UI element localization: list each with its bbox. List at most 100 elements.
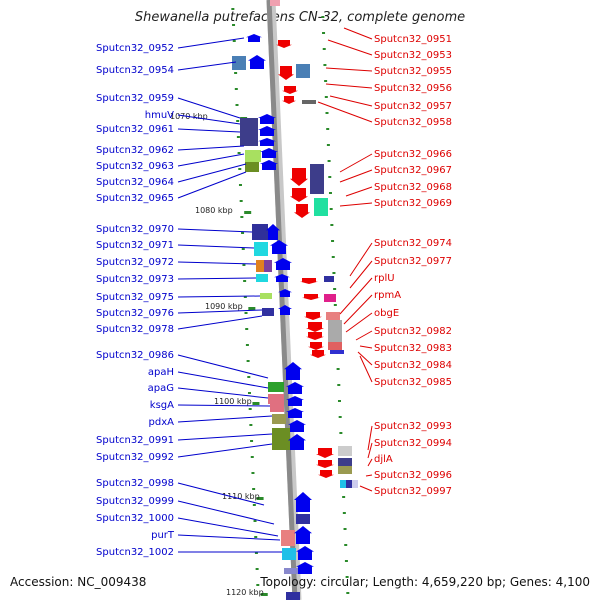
- gene-label-right: Sputcn32_0984: [374, 360, 452, 371]
- forward-gene-arrow: [278, 289, 292, 297]
- tick-mark: [338, 416, 342, 418]
- reverse-gene-arrow: [306, 332, 324, 340]
- forward-gene-arrow: [274, 258, 292, 270]
- gene-feature-box: [268, 382, 284, 392]
- leader-line-right: [329, 95, 373, 107]
- kbp-label: 1100 kbp: [214, 397, 252, 406]
- gene-feature-box: [240, 118, 258, 146]
- gene-feature-box: [324, 276, 334, 282]
- leader-line-right: [339, 169, 373, 183]
- gene-label-left: Sputcn32_0992: [96, 452, 174, 463]
- leader-line-left: [177, 387, 269, 399]
- gene-label-left: Sputcn32_0954: [96, 65, 174, 76]
- gene-label-right: Sputcn32_0966: [374, 149, 452, 160]
- tick-mark: [241, 232, 245, 234]
- reverse-gene-arrow: [294, 204, 310, 218]
- gene-label-left: Sputcn32_0986: [96, 350, 174, 361]
- leader-line-left: [177, 153, 245, 167]
- leader-line-left: [177, 534, 281, 541]
- gene-feature-box: [270, 404, 284, 412]
- gene-label-left: Sputcn32_0964: [96, 177, 174, 188]
- kbp-label: 1110 kbp: [222, 492, 260, 501]
- tick-mark: [232, 24, 236, 26]
- reverse-gene-arrow: [302, 294, 320, 300]
- tick-mark: [232, 40, 236, 42]
- tick-mark: [239, 200, 243, 202]
- leader-line-right: [325, 67, 373, 72]
- tick-mark: [247, 376, 251, 378]
- tick-mark: [344, 544, 348, 546]
- reverse-gene-arrow: [318, 470, 334, 478]
- gene-label-right: Sputcn32_0958: [374, 117, 452, 128]
- gene-feature-box: [328, 320, 342, 342]
- gene-label-left: Sputcn32_1000: [96, 513, 174, 524]
- kbp-label: 1090 kbp: [205, 302, 243, 311]
- reverse-gene-arrow: [310, 350, 326, 358]
- forward-gene-arrow: [258, 138, 276, 146]
- tick-mark: [330, 224, 334, 226]
- forward-gene-arrow: [258, 114, 276, 124]
- gene-label-right: Sputcn32_0968: [374, 182, 452, 193]
- gene-feature-box: [245, 162, 259, 172]
- leader-line-right: [339, 153, 373, 173]
- tick-mark: [328, 192, 332, 194]
- gene-feature-box: [302, 100, 316, 104]
- tick-mark: [331, 256, 335, 258]
- gene-label-left: Sputcn32_0972: [96, 257, 174, 268]
- gene-feature-box: [284, 568, 298, 574]
- leader-line-right: [355, 330, 373, 341]
- right-gene-labels: Sputcn32_0951Sputcn32_0953Sputcn32_0955S…: [374, 34, 452, 497]
- gene-feature-box: [272, 428, 290, 450]
- gene-feature-box: [338, 446, 352, 456]
- leader-line-left: [177, 500, 275, 525]
- forward-gene-arrow: [296, 546, 314, 560]
- leader-line-right: [365, 474, 373, 477]
- leader-line-left: [177, 295, 261, 298]
- forward-gene-arrow: [260, 160, 278, 170]
- tick-mark: [333, 288, 337, 290]
- gene-feature-box: [286, 592, 300, 600]
- gene-feature-box: [245, 150, 261, 162]
- forward-gene-arrow: [286, 382, 304, 394]
- reverse-gene-arrow: [304, 312, 322, 320]
- tick-mark: [342, 512, 346, 514]
- forward-gene-arrow: [248, 55, 266, 69]
- reverse-gene-arrow: [282, 96, 296, 104]
- gene-feature-box: [260, 293, 272, 299]
- leader-line-left: [177, 415, 273, 423]
- leader-line-right: [349, 242, 373, 277]
- tick-mark: [252, 504, 256, 506]
- leader-line-right: [345, 312, 373, 333]
- tick-mark: [243, 280, 247, 282]
- leader-line-left: [177, 97, 241, 119]
- reverse-gene-arrow: [282, 86, 298, 94]
- gene-label-left: Sputcn32_1002: [96, 547, 174, 558]
- gene-label-left: Sputcn32_0962: [96, 145, 174, 156]
- tick-mark: [345, 576, 349, 578]
- left-gene-labels: Sputcn32_0952Sputcn32_0954Sputcn32_0959h…: [96, 43, 175, 558]
- gene-label-left: Sputcn32_0991: [96, 435, 174, 446]
- gene-label-left: Sputcn32_0999: [96, 496, 174, 507]
- leader-line-left: [177, 228, 253, 233]
- tick-mark: [238, 168, 242, 170]
- tick-mark: [254, 552, 258, 554]
- tick-mark: [252, 488, 256, 490]
- leader-line-left: [177, 309, 263, 314]
- tick-mark: [245, 344, 249, 346]
- tick-mark: [236, 120, 240, 122]
- gene-feature-box: [268, 394, 284, 404]
- forward-gene-arrow: [286, 396, 304, 406]
- tick-mark: [331, 240, 335, 242]
- tick-mark: [344, 560, 348, 562]
- tick-mark: [255, 568, 259, 570]
- tick-mark: [250, 456, 254, 458]
- gene-label-left: Sputcn32_0978: [96, 324, 174, 335]
- tick-mark: [323, 64, 327, 66]
- gene-feature-box: [272, 414, 286, 424]
- forward-gene-arrow: [260, 148, 278, 158]
- leader-line-left: [177, 114, 241, 125]
- reverse-gene-arrow: [316, 460, 334, 468]
- reverse-gene-arrow: [308, 342, 324, 350]
- gene-label-right: rpmA: [374, 290, 401, 301]
- leader-line-left: [177, 277, 257, 280]
